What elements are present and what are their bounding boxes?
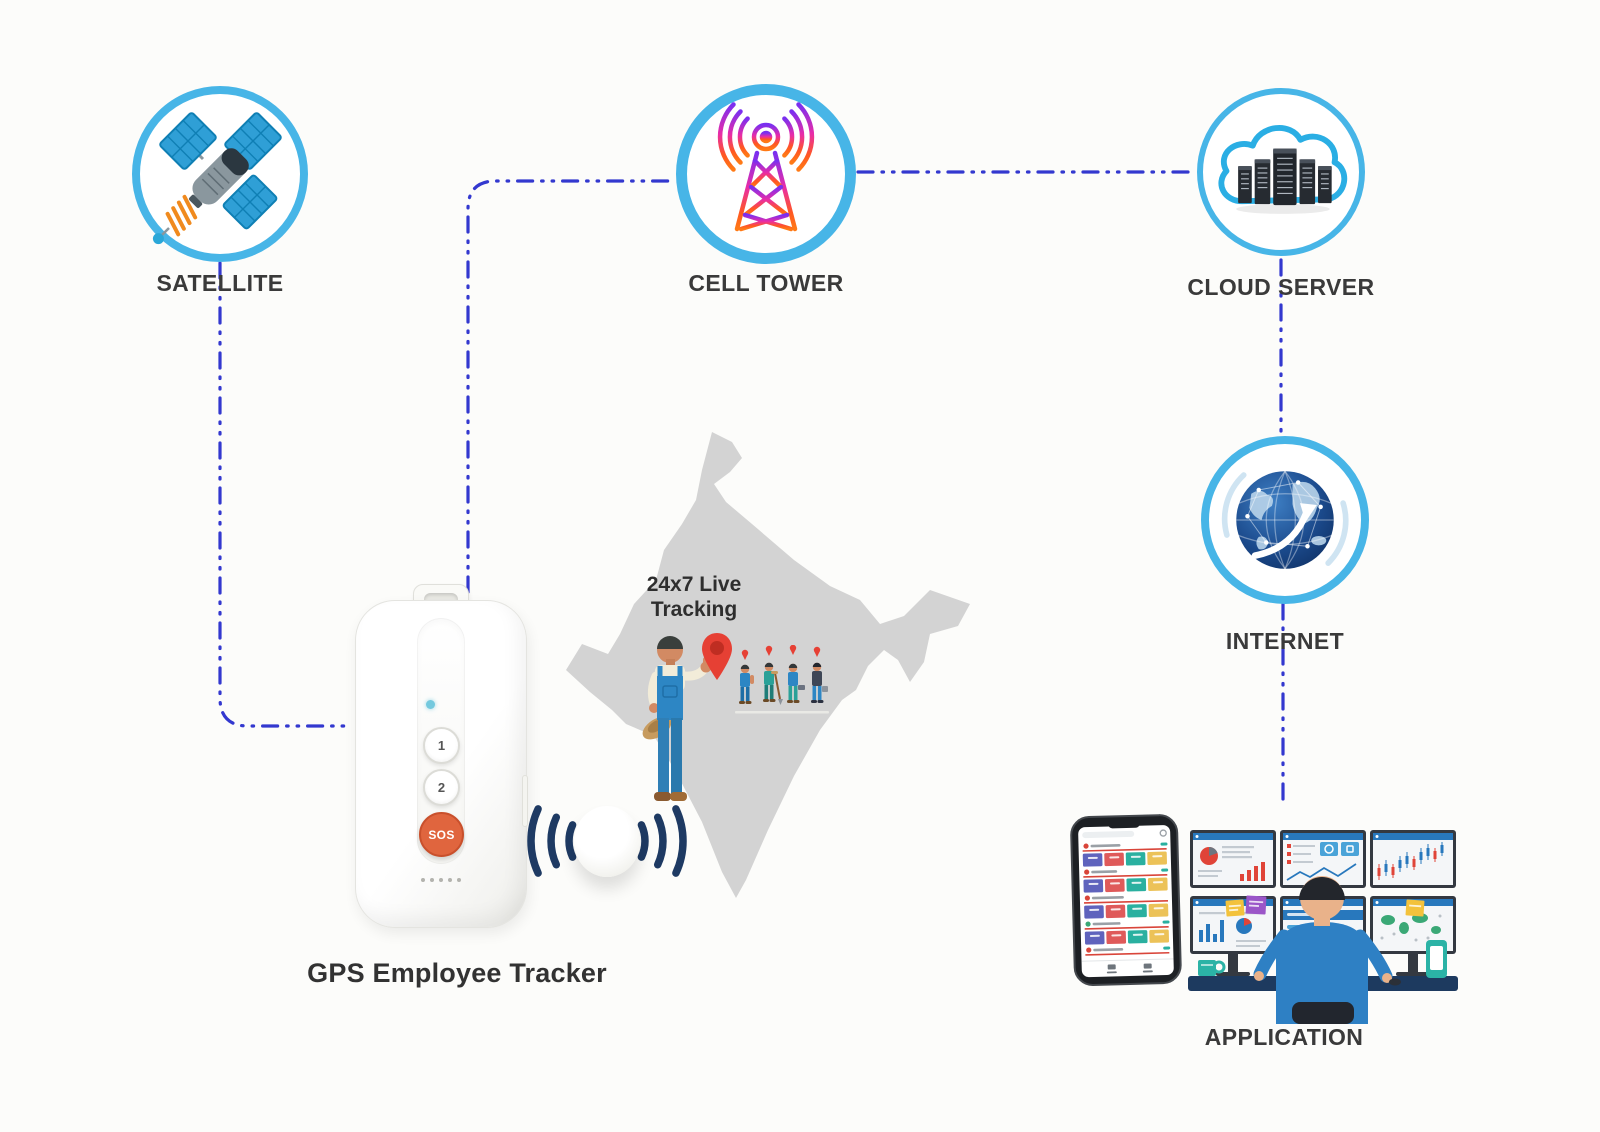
- satellite-icon: [152, 112, 282, 245]
- cloud-server-node: [1197, 88, 1365, 256]
- map-caption: 24x7 Live Tracking: [599, 572, 789, 622]
- connector-satellite-to-tracker: [218, 261, 352, 728]
- connector-tracker-to-cell-tower: [466, 179, 678, 594]
- internet-node: [1201, 436, 1369, 604]
- sticky-note-yellow-right: [1405, 899, 1425, 917]
- cloud-server-label: CLOUD SERVER: [1187, 274, 1375, 300]
- cell-tower-icon: [717, 102, 815, 233]
- tracker-led-indicator: [426, 700, 435, 709]
- monitor-security-panels: [1280, 830, 1366, 888]
- monitor-wall-illustration: [1188, 830, 1458, 1024]
- application-label: APPLICATION: [1204, 1024, 1364, 1050]
- phone-stand-icon: [1426, 940, 1447, 978]
- person-torso: [1276, 922, 1368, 1024]
- sticky-note-purple: [1245, 895, 1267, 915]
- analyst-person: [1253, 876, 1401, 1024]
- map-caption-line1: 24x7 Live: [646, 573, 742, 596]
- tracker-label: GPS Employee Tracker: [307, 958, 607, 988]
- sticky-note-yellow-left: [1225, 899, 1245, 917]
- app-list-rows: [1082, 842, 1171, 956]
- monitor-candlestick-chart: [1370, 830, 1456, 888]
- signal-waves-icon: [527, 805, 687, 877]
- cloud-server-icon: [1218, 125, 1348, 214]
- smartphone-app-illustration: [1070, 814, 1182, 986]
- person-hair: [1299, 877, 1345, 900]
- tracker-sos-button[interactable]: SOS: [419, 812, 464, 857]
- beacon-disc: [574, 806, 640, 877]
- tracker-button-2[interactable]: 2: [423, 769, 460, 806]
- cell-tower-node: [676, 84, 856, 264]
- tracker-button-1[interactable]: 1: [423, 727, 460, 764]
- satellite-node: [132, 86, 308, 262]
- monitor-pie-report: [1190, 830, 1276, 888]
- satellite-label: SATELLITE: [156, 270, 284, 296]
- mini-location-pins: [741, 645, 821, 660]
- tracker-speaker-dots: [421, 878, 463, 882]
- coffee-mug-icon: [1198, 960, 1226, 976]
- internet-globe-icon: [1221, 470, 1349, 570]
- cell-tower-label: CELL TOWER: [688, 270, 844, 296]
- internet-label: INTERNET: [1225, 628, 1345, 654]
- workers-group: [735, 645, 829, 714]
- location-pin-icon: [702, 633, 732, 680]
- map-caption-line2: Tracking: [650, 598, 738, 622]
- tracker-sim-slot: [522, 775, 528, 827]
